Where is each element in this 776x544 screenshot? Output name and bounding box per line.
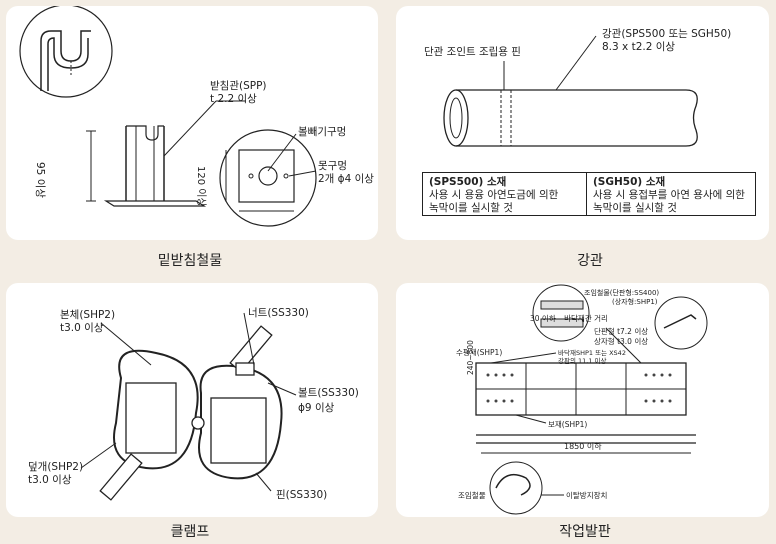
steel-pipe-diagram (443, 35, 698, 147)
hook-label: 조임철물(단판형:SS400) (상자형:SHP1) (584, 289, 660, 306)
caption-base-plate: 밑받침철물 (157, 253, 223, 269)
pipe-spec-label: 강관(SPS500 또는 SGH50) 8.3 x t2.2 이상 (602, 28, 732, 53)
pin-label: 핀(SS330) (276, 489, 328, 501)
width-label: 240~500 (466, 340, 475, 375)
clamp-diagram (80, 312, 297, 501)
sgh50-note-box: (SGH50) 소재 사용 시 용접부를 아연 용사에 의한 녹막이를 실시할 … (586, 172, 756, 216)
panel-base-plate: 받침관(SPP) t 2.2 이상 95 이상 볼빼기구멍 못구멍 2개 ϕ4 … (6, 4, 378, 240)
panel-work-plank: 조임철물(단판형:SS400) (상자형:SHP1) 30 이하 바닥재간 거리… (396, 283, 769, 517)
hole-label: 볼빼기구멍 (298, 126, 347, 138)
hole-spacing-label: 30 이하 바닥재간 거리 (530, 314, 608, 323)
plate-size-label: 120 이상 (195, 166, 206, 207)
caption-work-plank: 작업발판 (559, 524, 611, 540)
caption-steel-pipe: 강관 (577, 253, 603, 269)
sps500-note-box: (SPS500) 소재 사용 시 용융 아연도금에 의한 녹막이를 실시할 것 (422, 172, 588, 216)
cover-label: 덮개(SHP2) t3.0 이상 (28, 461, 84, 486)
nut-label: 너트(SS330) (248, 307, 309, 319)
pin-label: 단관 조인트 조립용 핀 (424, 46, 521, 58)
base-plate-diagram (19, 4, 317, 227)
horizontal-member-label: 수평재(SHP1) (456, 348, 503, 357)
caption-clamp: 클램프 (170, 524, 210, 540)
clamp-detail-label: 조임철물 (458, 491, 486, 500)
thickness-label: 단판형 t7.2 이상 상자형 t3.0 이상 (594, 327, 649, 346)
panel-steel-pipe: 단관 조인트 조립용 핀 강관(SPS500 또는 SGH50) 8.3 x t… (396, 6, 769, 240)
body-label: 본체(SHP2) t3.0 이상 (60, 309, 116, 334)
pipe-label: 받침관(SPP) t 2.2 이상 (210, 80, 267, 105)
work-plank-diagram (475, 284, 708, 515)
stopper-label: 이탈방지장치 (566, 491, 608, 500)
nail-hole-label: 못구멍 2개 ϕ4 이상 (318, 160, 374, 185)
length-label: 1850 이하 (564, 442, 602, 451)
floor-member-label: 바닥재SHP1 또는 XS42 강판의 11.1 이상 (558, 349, 626, 365)
bolt-label: 볼트(SS330) ϕ9 이상 (298, 387, 359, 414)
height-label: 95 이상 (34, 162, 46, 199)
aux-member-label: 보재(SHP1) (548, 420, 588, 429)
panel-clamp: 본체(SHP2) t3.0 이상 너트(SS330) 볼트(SS330) ϕ9 … (6, 283, 378, 517)
